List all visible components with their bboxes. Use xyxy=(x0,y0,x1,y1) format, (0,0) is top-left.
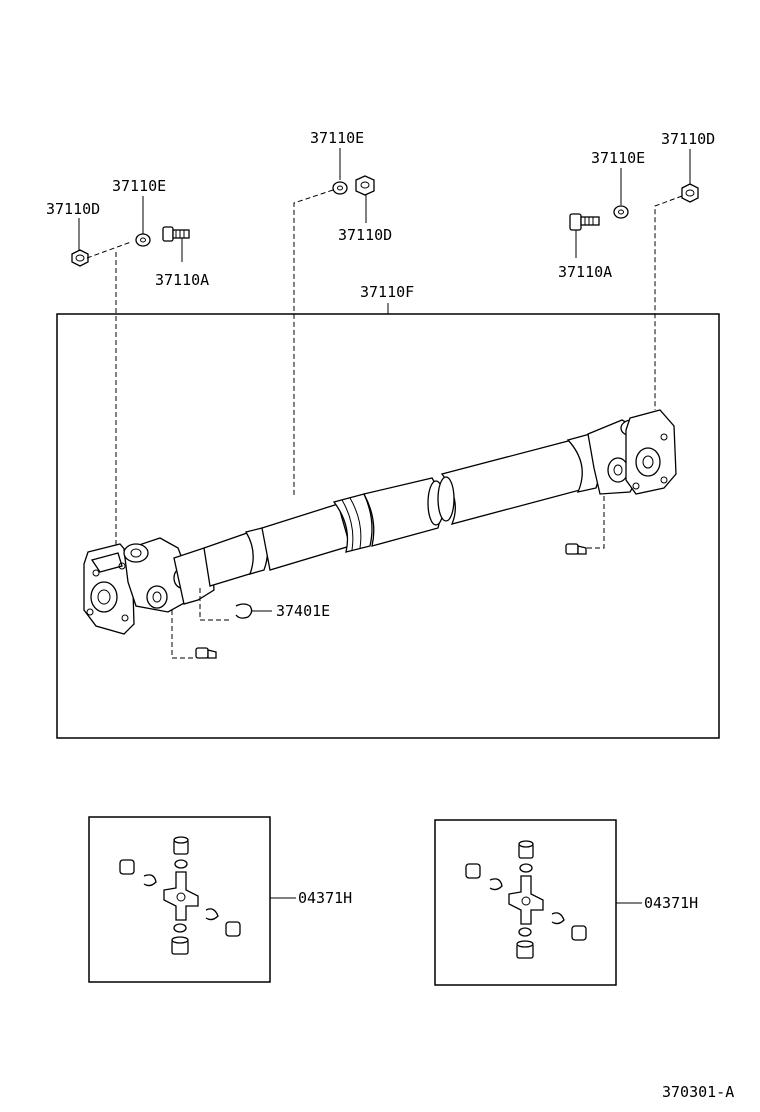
bolt-left xyxy=(162,226,190,242)
label-shaft-assembly: 37110F xyxy=(360,283,414,301)
label-snap-ring: 37401E xyxy=(276,602,330,620)
label-washer-mid: 37110E xyxy=(310,129,364,147)
label-spider-kit-right: 04371H xyxy=(644,894,698,912)
shaft-slip-joint xyxy=(332,493,373,553)
label-bolt-left: 37110A xyxy=(155,271,209,289)
label-bolt-right: 37110A xyxy=(558,263,612,281)
left-flange-yoke xyxy=(83,543,135,635)
washer-right xyxy=(613,205,629,219)
nut-mid xyxy=(355,175,375,196)
washer-left xyxy=(135,233,151,247)
shaft-tube-front xyxy=(203,531,257,587)
washer-mid xyxy=(332,181,348,195)
left-universal-joint xyxy=(123,537,215,613)
label-nut-mid: 37110D xyxy=(338,226,392,244)
spider-kit-right xyxy=(434,819,642,986)
figure-code: 370301-A xyxy=(662,1083,734,1101)
right-flange-yoke xyxy=(625,409,677,495)
label-washer-left: 37110E xyxy=(112,177,166,195)
shaft-tube-rear xyxy=(440,439,585,525)
label-spider-kit-left: 04371H xyxy=(298,889,352,907)
label-nut-right: 37110D xyxy=(661,130,715,148)
grease-fitting-rear xyxy=(565,543,587,555)
nut-right xyxy=(681,183,699,203)
label-washer-right: 37110E xyxy=(591,149,645,167)
shaft-tube-mid xyxy=(261,503,351,571)
nut-left xyxy=(71,249,89,267)
snap-ring xyxy=(235,603,253,619)
grease-fitting-front xyxy=(195,647,217,659)
bolt-right xyxy=(569,213,600,231)
label-nut-left: 37110D xyxy=(46,200,100,218)
spider-kit-left xyxy=(88,816,296,983)
